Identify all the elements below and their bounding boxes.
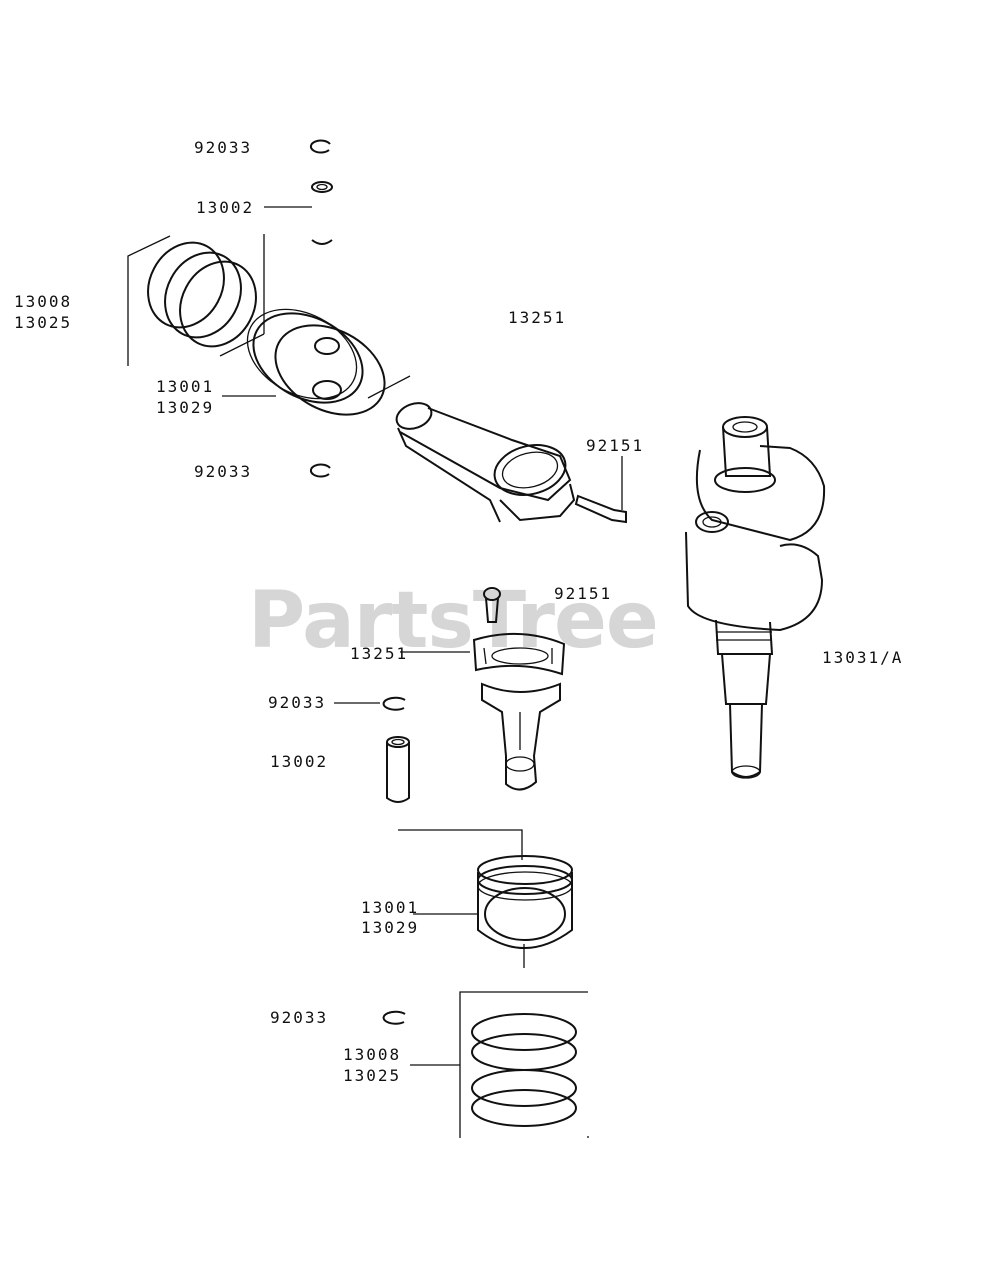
callout-rings-bottom-a: 13008	[343, 1045, 402, 1064]
callout-snap-ring-lower: 92033	[268, 693, 327, 712]
connecting-rod-top-icon	[395, 402, 576, 523]
rod-bolt-top-icon	[574, 494, 627, 524]
connecting-rod-mid-icon	[481, 682, 561, 791]
callout-snap-ring-top: 92033	[194, 138, 253, 157]
callout-snap-ring-bottom: 92033	[270, 1008, 329, 1027]
callout-crankshaft: 13031/A	[822, 648, 904, 667]
callout-rings-top-a: 13008	[14, 292, 73, 311]
rod-cap-mid-icon	[472, 632, 566, 676]
callout-rings-top-b: 13025	[14, 313, 73, 332]
callout-rod-mid: 13251	[350, 644, 409, 663]
piston-pin-lower-icon	[386, 736, 410, 803]
leader-lines	[222, 206, 623, 1066]
snap-ring-mid-icon	[309, 463, 331, 478]
callout-bolt-mid: 92151	[554, 584, 613, 603]
callout-bolt-top: 92151	[586, 436, 645, 455]
piston-lower-icon	[398, 829, 573, 968]
parts-tree-watermark: PartsTree	[248, 576, 659, 666]
callout-pin-lower: 13002	[270, 752, 329, 771]
snap-ring-top-icon	[309, 139, 331, 154]
callout-piston-top-a: 13001	[156, 377, 215, 396]
callout-piston-top-b: 13029	[156, 398, 215, 417]
piston-rings-bottom-icon	[459, 991, 589, 1138]
callout-pin-top: 13002	[196, 198, 255, 217]
crankshaft-icon	[685, 416, 826, 779]
piston-pin-top-icon	[311, 181, 333, 245]
piston-top-icon	[246, 308, 411, 416]
callout-piston-lower-b: 13029	[361, 918, 420, 937]
snap-ring-lower-icon	[382, 696, 406, 711]
callout-snap-ring-mid: 92033	[194, 462, 253, 481]
callout-rings-bottom-b: 13025	[343, 1066, 402, 1085]
piston-rings-top-icon	[127, 234, 265, 366]
rod-bolt-mid-icon	[483, 587, 501, 623]
callout-piston-lower-a: 13001	[361, 898, 420, 917]
callout-rod-top: 13251	[508, 308, 567, 327]
snap-ring-bottom-icon	[382, 1010, 406, 1025]
